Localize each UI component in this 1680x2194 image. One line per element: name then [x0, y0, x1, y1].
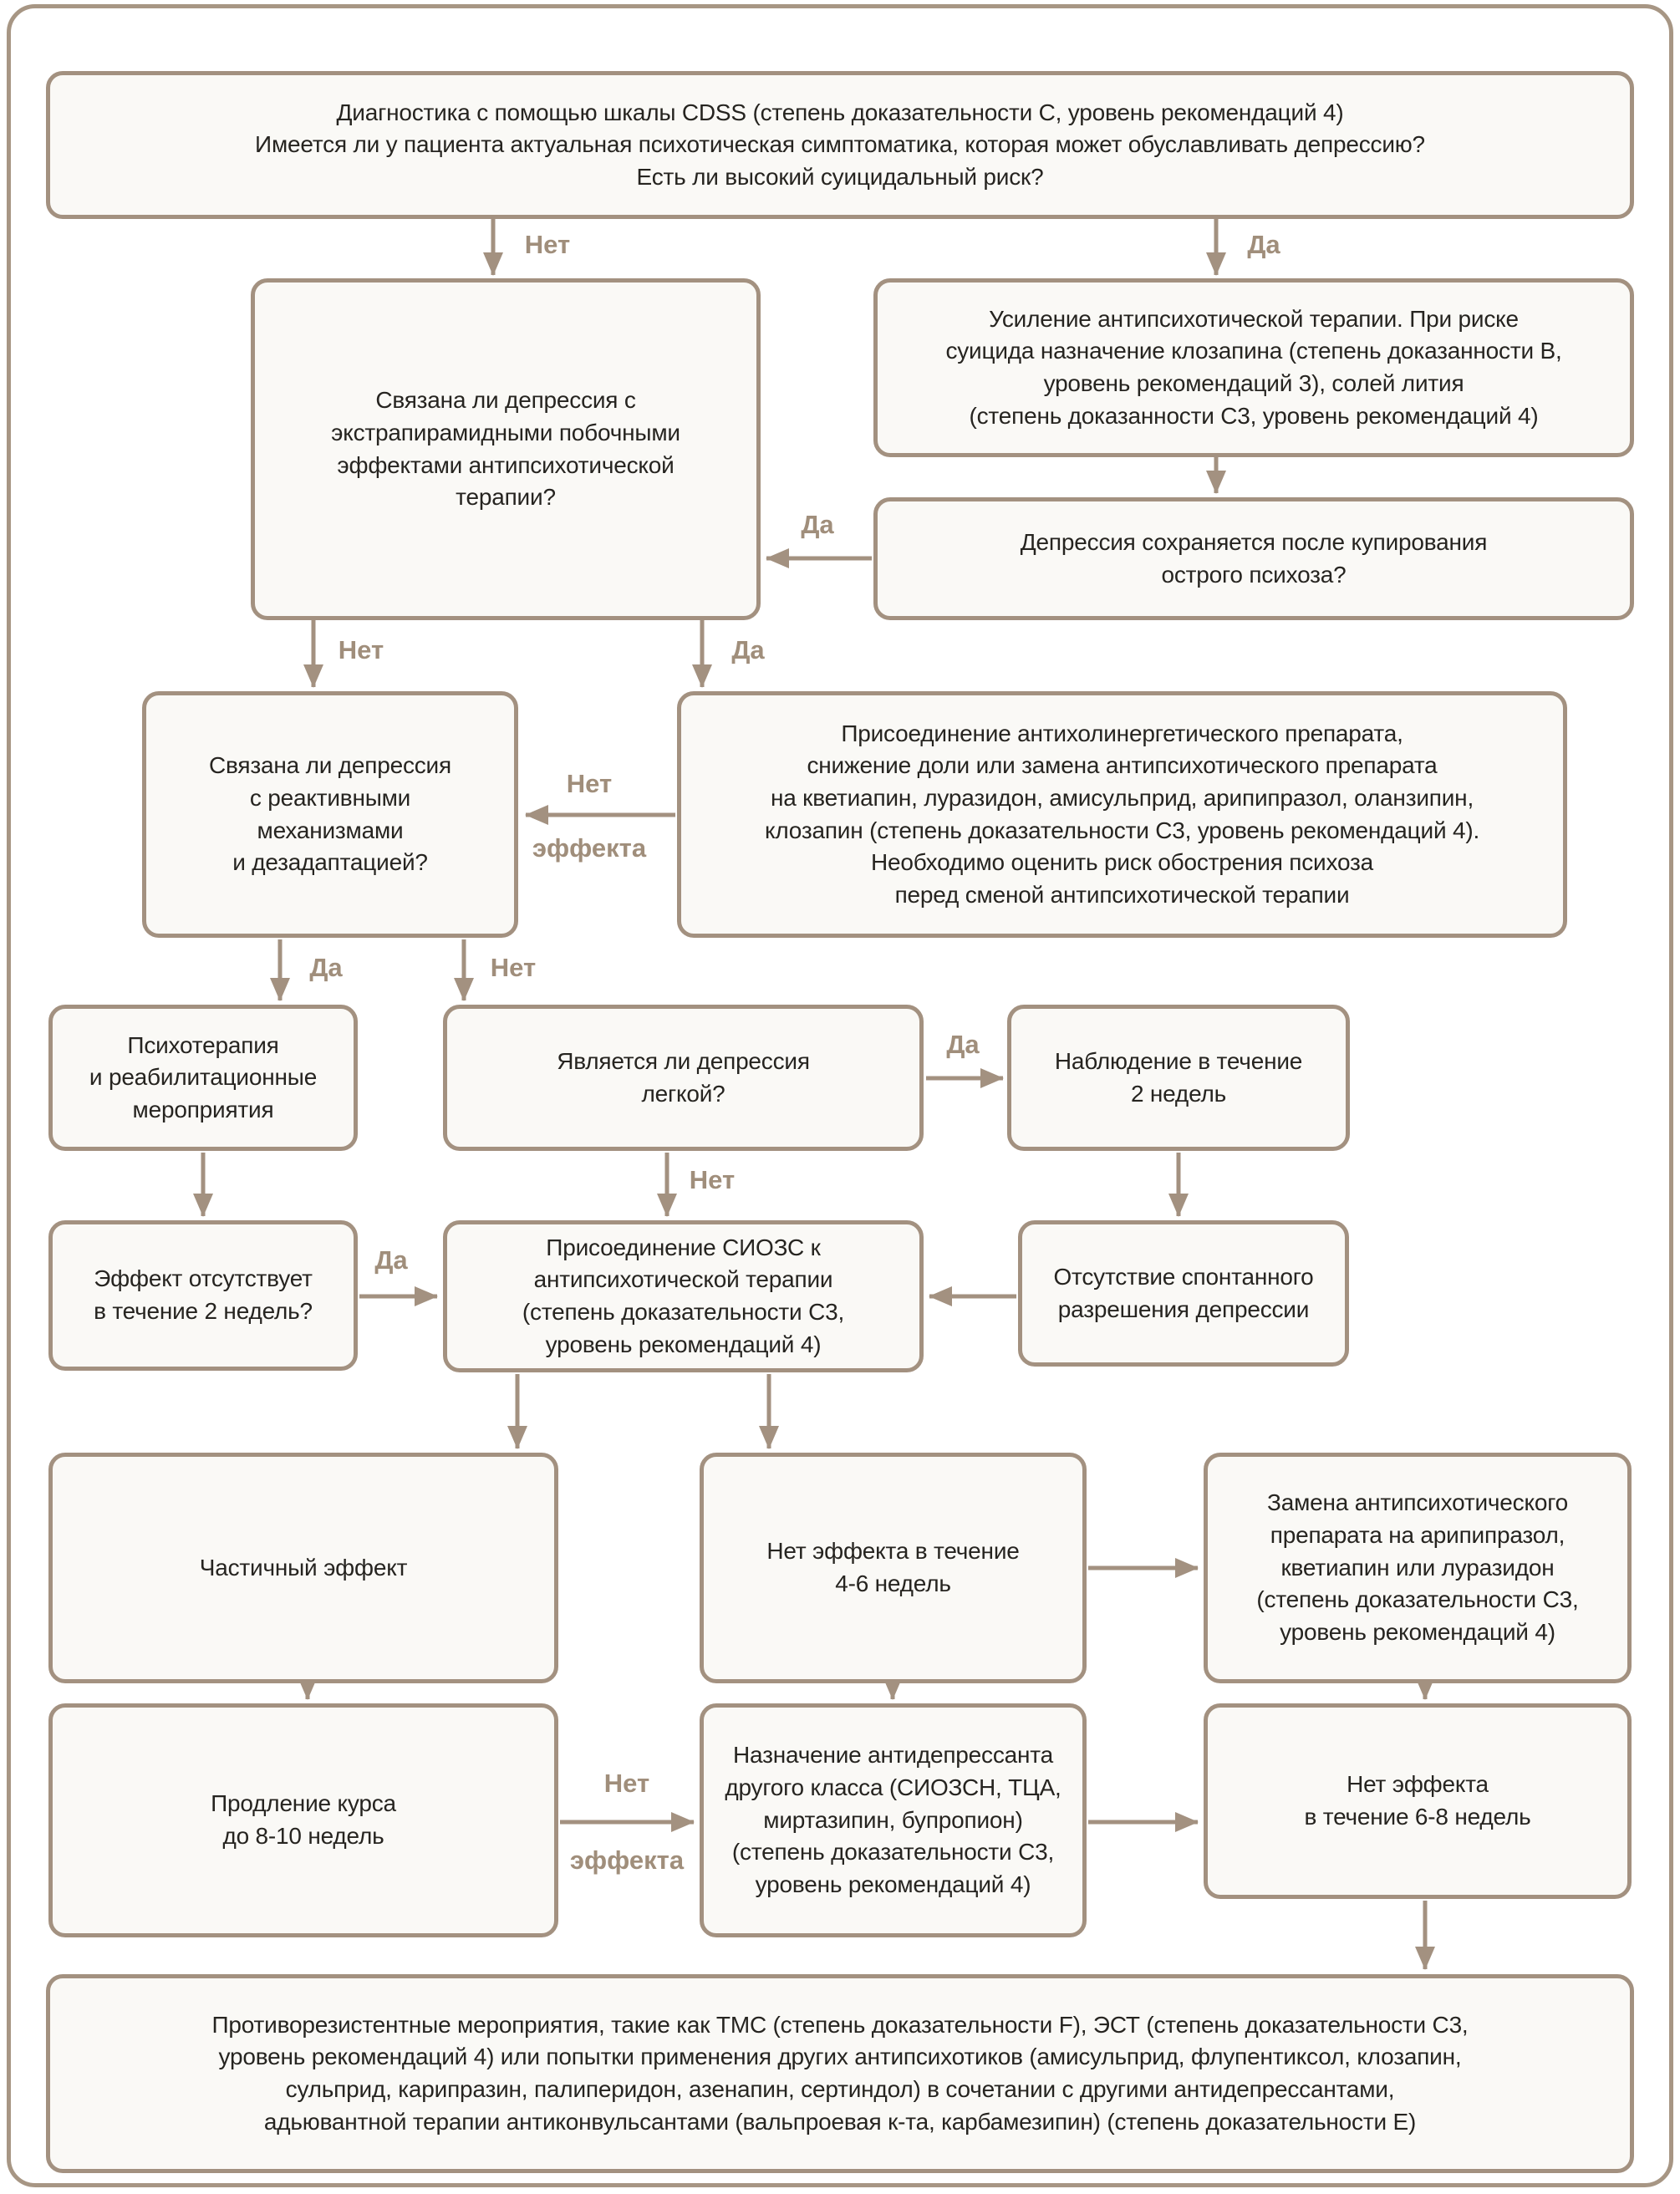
node-noeffect46-label: Нет эффекта в течение 4-6 недель [766, 1538, 1020, 1596]
node-ssri: Присоединение СИОЗС к антипсихотической … [443, 1220, 924, 1372]
node-resistant-label: Противорезистентные мероприятия, такие к… [211, 2011, 1469, 2135]
edge-label-eps-yes: Да [731, 635, 765, 664]
edge-label-top-yes: Да [1247, 230, 1280, 259]
node-observe: Наблюдение в течение 2 недель [1007, 1005, 1350, 1151]
edge-label-persist-yes: Да [801, 510, 834, 539]
node-observe-label: Наблюдение в течение 2 недель [1054, 1047, 1303, 1107]
node-anticholinergic-label: Присоединение антихолинергетического пре… [764, 720, 1480, 908]
edge-label-noeffect2w-yes: Да [374, 1245, 408, 1275]
node-diagnosis-label: Диагностика с помощью шкалы CDSS (степен… [255, 99, 1425, 190]
node-reactive-label: Связана ли депрессия с реактивными механ… [209, 752, 451, 876]
edge-label-extend-no-1: Нет [603, 1769, 650, 1798]
node-otherclass-label: Назначение антидепрессанта другого класс… [725, 1742, 1061, 1897]
node-spontaneous: Отсутствие спонтанного разрешения депрес… [1018, 1220, 1349, 1367]
node-extend-label: Продление курса до 8-10 недель [211, 1790, 396, 1849]
edge-label-reactive-yes: Да [309, 953, 343, 982]
node-intensify: Усиление антипсихотической терапии. При … [873, 278, 1634, 457]
node-noeffect2w-label: Эффект отсутствует в течение 2 недель? [94, 1265, 313, 1324]
edge-label-mild-no: Нет [689, 1165, 736, 1194]
node-mild-label: Является ли депрессия легкой? [557, 1047, 810, 1107]
node-persist-label: Депрессия сохраняется после купирования … [1020, 528, 1488, 588]
node-eps-label: Связана ли депрессия с экстрапирамидными… [331, 387, 680, 511]
node-extend: Продление курса до 8-10 недель [48, 1703, 558, 1937]
node-psychotherapy-label: Психотерапия и реабилитационные мероприя… [89, 1031, 318, 1122]
node-resistant: Противорезистентные мероприятия, такие к… [46, 1974, 1634, 2173]
edge-label-mild-yes: Да [946, 1030, 980, 1059]
node-reactive: Связана ли депрессия с реактивными механ… [142, 691, 518, 938]
edge-label-top-no: Нет [524, 230, 571, 259]
node-switch: Замена антипсихотического препарата на а… [1204, 1453, 1632, 1683]
edge-label-anticholin-no-1: Нет [566, 769, 613, 798]
node-noeffect46: Нет эффекта в течение 4-6 недель [700, 1453, 1087, 1683]
node-intensify-label: Усиление антипсихотической терапии. При … [945, 305, 1562, 429]
edge-label-anticholin-no-2: эффекта [532, 833, 647, 863]
node-noeffect68: Нет эффекта в течение 6-8 недель [1204, 1703, 1632, 1899]
node-diagnosis: Диагностика с помощью шкалы CDSS (степен… [46, 71, 1634, 219]
node-anticholinergic: Присоединение антихолинергетического пре… [677, 691, 1567, 938]
node-eps: Связана ли депрессия с экстрапирамидными… [251, 278, 761, 620]
node-ssri-label: Присоединение СИОЗС к антипсихотической … [522, 1234, 845, 1357]
node-partial: Частичный эффект [48, 1453, 558, 1683]
node-psychotherapy: Психотерапия и реабилитационные мероприя… [48, 1005, 358, 1151]
node-spontaneous-label: Отсутствие спонтанного разрешения депрес… [1053, 1263, 1314, 1322]
node-switch-label: Замена антипсихотического препарата на а… [1256, 1489, 1579, 1645]
node-noeffect2w: Эффект отсутствует в течение 2 недель? [48, 1220, 358, 1371]
edge-label-eps-no: Нет [338, 635, 384, 664]
node-noeffect68-label: Нет эффекта в течение 6-8 недель [1304, 1771, 1531, 1830]
node-persist: Депрессия сохраняется после купирования … [873, 497, 1634, 620]
node-otherclass: Назначение антидепрессанта другого класс… [700, 1703, 1087, 1937]
edge-label-reactive-no: Нет [490, 953, 537, 982]
edge-label-extend-no-2: эффекта [569, 1845, 685, 1875]
node-partial-label: Частичный эффект [199, 1554, 408, 1581]
node-mild: Является ли депрессия легкой? [443, 1005, 924, 1151]
